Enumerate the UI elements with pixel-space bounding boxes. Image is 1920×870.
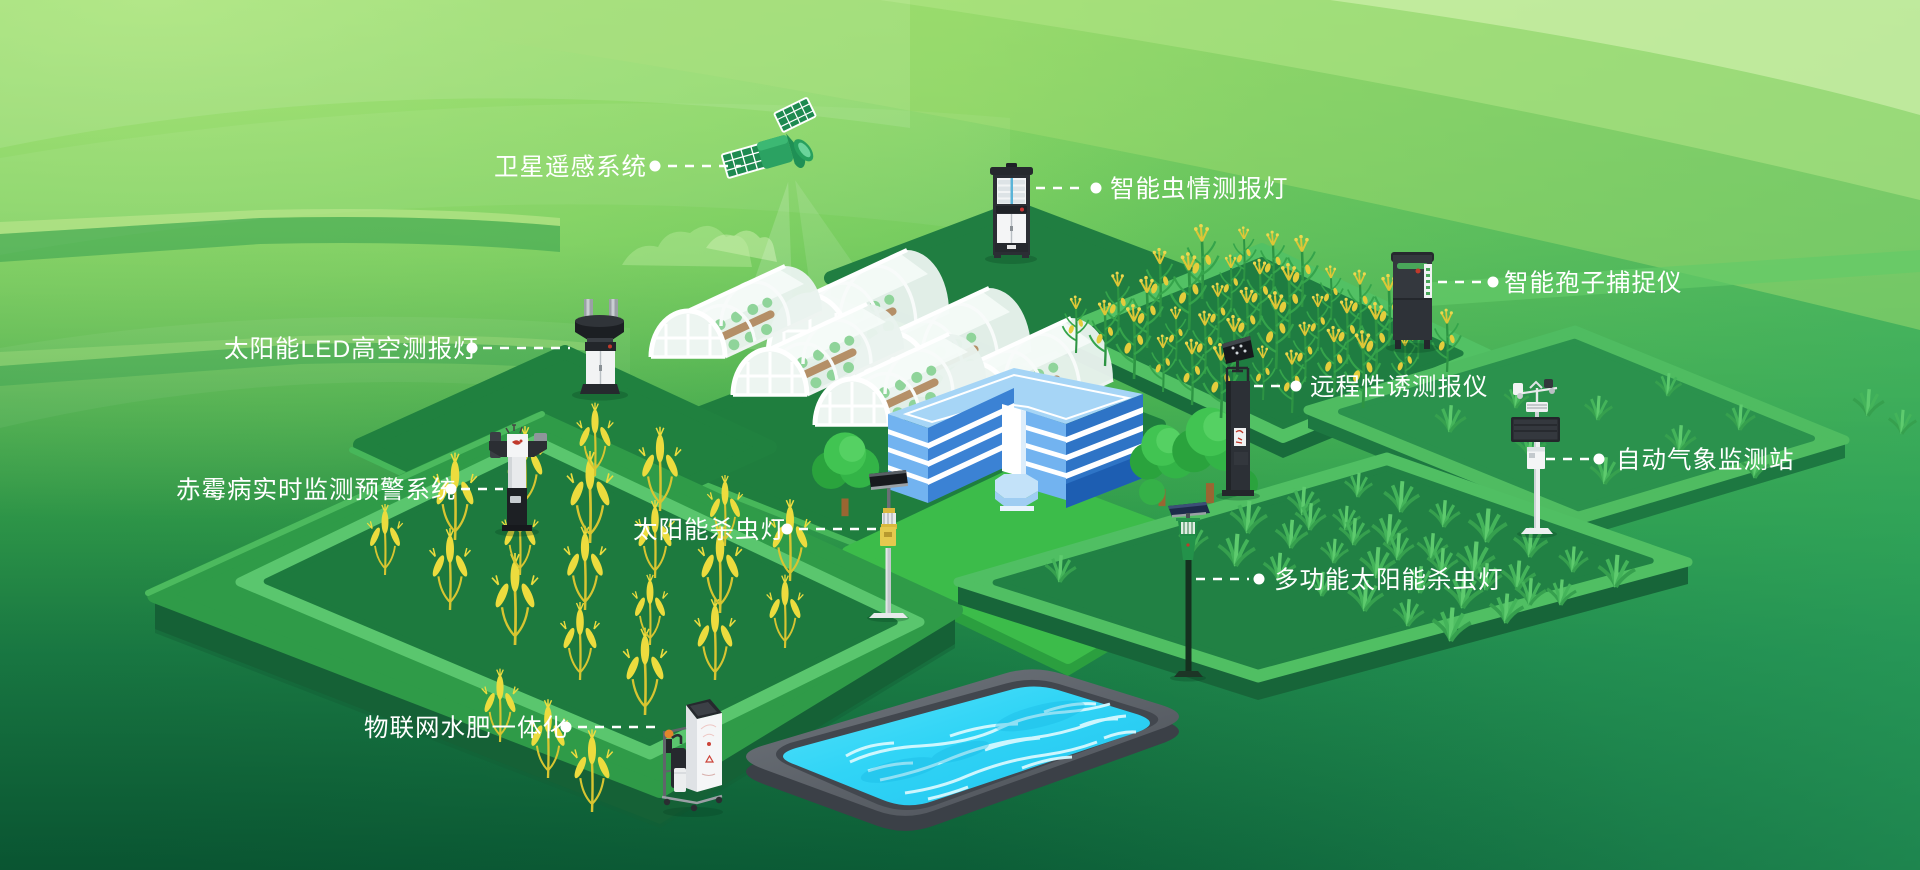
svg-text:自动气象监测站: 自动气象监测站 <box>1616 446 1795 474</box>
svg-text:物联网水肥一体化: 物联网水肥一体化 <box>364 714 568 742</box>
svg-text:太阳能杀虫灯: 太阳能杀虫灯 <box>633 516 786 544</box>
svg-text:太阳能LED高空测报灯: 太阳能LED高空测报灯 <box>224 335 479 363</box>
svg-text:赤霉病实时监测预警系统: 赤霉病实时监测预警系统 <box>176 476 457 504</box>
svg-text:智能孢子捕捉仪: 智能孢子捕捉仪 <box>1504 269 1683 297</box>
svg-text:卫星遥感系统: 卫星遥感系统 <box>494 153 647 181</box>
svg-text:远程性诱测报仪: 远程性诱测报仪 <box>1310 373 1489 401</box>
svg-text:智能虫情测报灯: 智能虫情测报灯 <box>1110 175 1289 203</box>
svg-text:多功能太阳能杀虫灯: 多功能太阳能杀虫灯 <box>1274 566 1504 594</box>
